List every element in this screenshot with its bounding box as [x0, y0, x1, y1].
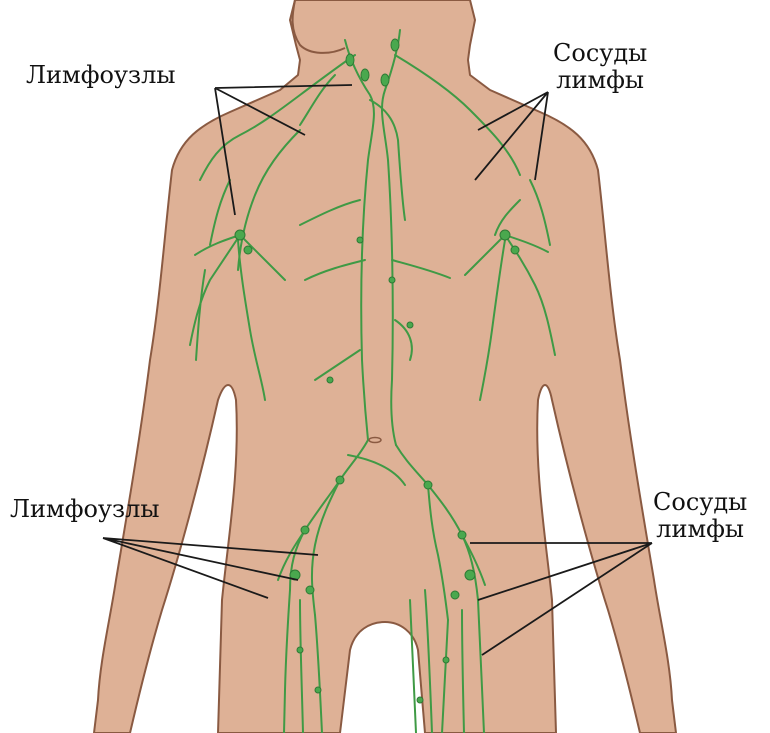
label-text-line-2: лимфы	[653, 516, 747, 543]
label-text: Лимфоузлы	[10, 496, 159, 523]
label-lymph-vessels-bottom: Сосуды лимфы	[653, 489, 747, 543]
label-lymph-nodes-bottom: Лимфоузлы	[10, 496, 159, 523]
label-lymph-nodes-top: Лимфоузлы	[26, 62, 175, 89]
label-lymph-vessels-top: Сосуды лимфы	[553, 40, 647, 94]
label-text: Лимфоузлы	[26, 62, 175, 89]
label-text-line-2: лимфы	[553, 67, 647, 94]
label-text-line-1: Сосуды	[553, 40, 647, 67]
label-text-line-1: Сосуды	[653, 489, 747, 516]
body-silhouette	[94, 0, 676, 733]
